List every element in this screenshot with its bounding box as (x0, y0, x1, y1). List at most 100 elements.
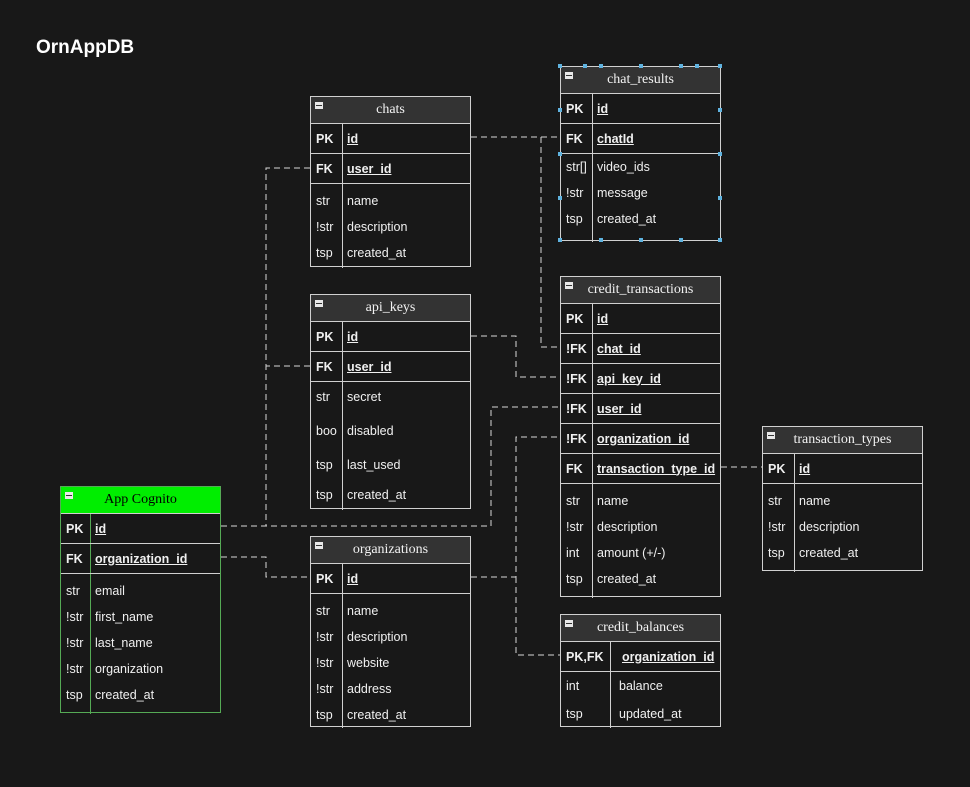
field-type: !str (66, 610, 84, 624)
table-header[interactable]: credit_balances (561, 615, 720, 642)
selection-handle[interactable] (583, 64, 587, 68)
field-name: organization_id (597, 431, 690, 446)
collapse-icon[interactable] (65, 492, 73, 499)
field-name: created_at (347, 488, 407, 502)
rel-cognito-org (221, 556, 310, 578)
collapse-icon[interactable] (565, 620, 573, 627)
collapse-icon[interactable] (315, 102, 323, 109)
table-header[interactable]: chats (311, 97, 470, 124)
field-type: PK (316, 131, 334, 146)
collapse-icon[interactable] (315, 300, 323, 307)
field-name: created_at (799, 546, 859, 560)
field-type: tsp (316, 488, 333, 502)
selection-handle[interactable] (599, 238, 603, 242)
selection-handle[interactable] (599, 64, 603, 68)
selection-handle[interactable] (679, 64, 683, 68)
table-header[interactable]: transaction_types (763, 427, 922, 454)
table-header[interactable]: api_keys (311, 295, 470, 322)
selection-handle[interactable] (639, 64, 643, 68)
field-type: !str (316, 656, 334, 670)
selection-handle[interactable] (718, 196, 722, 200)
selection-handle[interactable] (695, 64, 699, 68)
table-header[interactable]: organizations (311, 537, 470, 564)
selection-handle[interactable] (558, 196, 562, 200)
table-header[interactable]: credit_transactions (561, 277, 720, 304)
field-name: name (347, 604, 379, 618)
selection-handle[interactable] (718, 108, 722, 112)
selection-handle[interactable] (558, 238, 562, 242)
field-row[interactable]: str[]video_ids (561, 154, 720, 180)
selection-handle[interactable] (718, 64, 722, 68)
selection-handle[interactable] (718, 152, 722, 156)
selection-handle[interactable] (679, 238, 683, 242)
collapse-icon[interactable] (767, 432, 775, 439)
collapse-icon[interactable] (565, 282, 573, 289)
table-name: api_keys (365, 300, 416, 315)
field-row[interactable]: tsp created_at (311, 480, 470, 510)
collapse-icon[interactable] (565, 72, 573, 79)
table-header[interactable]: chat_results (561, 67, 720, 94)
collapse-icon[interactable] (315, 542, 323, 549)
selection-handle[interactable] (558, 108, 562, 112)
selection-handle[interactable] (718, 238, 722, 242)
field-type: int (566, 679, 580, 693)
selection-handle[interactable] (558, 152, 562, 156)
table-header[interactable]: App Cognito (61, 487, 220, 514)
selection-handle[interactable] (639, 238, 643, 242)
rel-org-balances (515, 577, 560, 656)
selection-handle[interactable] (558, 64, 562, 68)
